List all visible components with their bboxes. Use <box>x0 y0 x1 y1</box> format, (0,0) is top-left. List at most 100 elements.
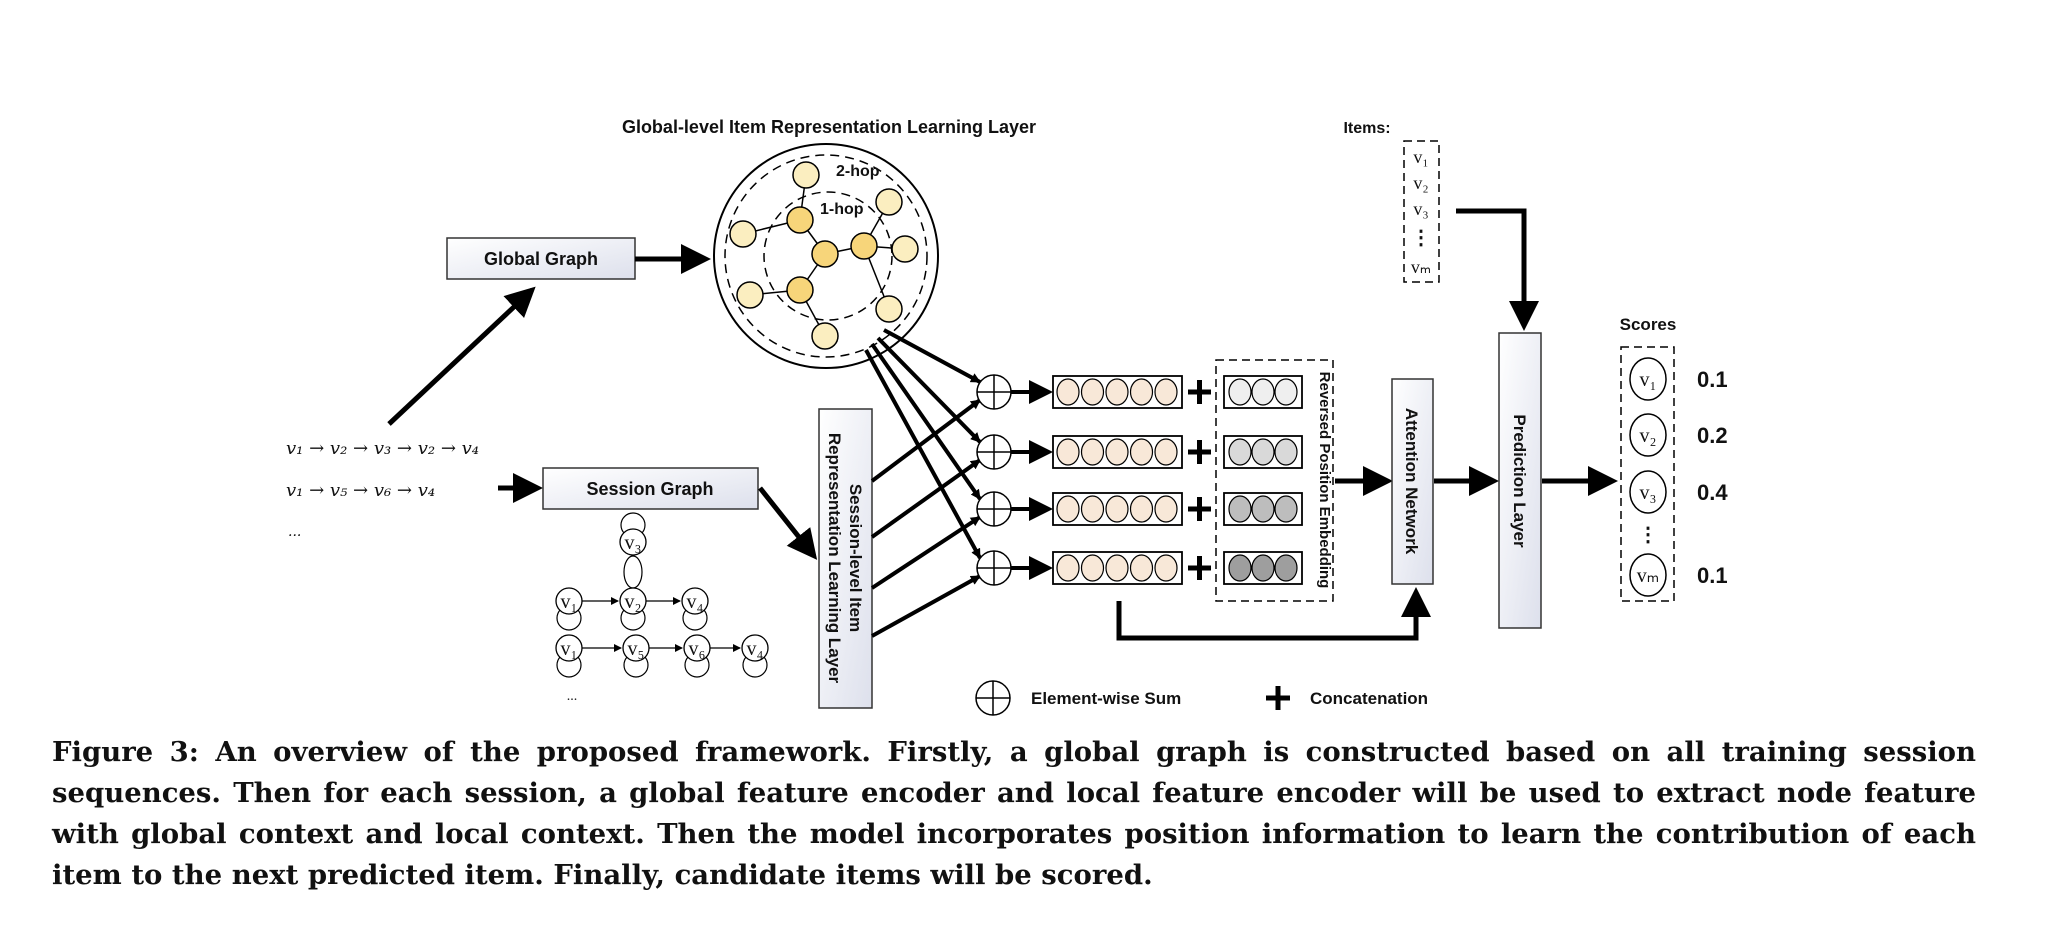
arrow-global-to-sum <box>883 328 981 384</box>
position-cell <box>1251 495 1275 523</box>
feature-cell <box>1056 495 1080 523</box>
session-node <box>622 634 650 662</box>
arrow-global-to-sum <box>876 336 982 444</box>
session-node-label: v₁ <box>561 591 578 613</box>
score-item-label: v₁ <box>1640 369 1657 391</box>
element-wise-sum-icon <box>976 491 1012 527</box>
session-layer-line2: Representation Learning Layer <box>825 433 844 684</box>
position-cell <box>1274 495 1298 523</box>
attention-network-label: Attention Network <box>1402 408 1421 555</box>
feature-cell <box>1154 495 1178 523</box>
graph-node-2hop <box>891 235 919 263</box>
arrow-skip-to-attention <box>1116 587 1431 641</box>
score-item-label: v₃ <box>1640 482 1657 504</box>
arrow-seq-to-global <box>387 286 536 426</box>
feature-cell <box>1129 554 1154 582</box>
score-item-node <box>1629 357 1667 401</box>
global-graph-circle: 2-hop 1-hop <box>713 143 939 369</box>
arrow-global-to-sum <box>864 349 982 559</box>
position-cell <box>1228 495 1252 523</box>
attention-network-box <box>1391 378 1434 585</box>
feature-cell <box>1080 495 1105 523</box>
feature-cell <box>1129 378 1154 406</box>
item-label: v₂ <box>1413 173 1428 193</box>
feature-cell <box>1056 378 1080 406</box>
score-value: 0.1 <box>1697 563 1728 588</box>
session-node <box>683 634 711 662</box>
graph-node-2hop <box>875 295 903 323</box>
element-wise-sum-icon <box>976 434 1012 470</box>
feature-cell <box>1105 438 1129 466</box>
feature-cell <box>1080 554 1105 582</box>
feature-cell <box>1056 554 1080 582</box>
session-layer-line1: Session-level Item <box>846 484 865 632</box>
items-box <box>1403 140 1440 283</box>
feature-cell <box>1105 378 1129 406</box>
position-cell <box>1251 438 1275 466</box>
arrow-global-to-sum <box>870 342 982 501</box>
position-cell <box>1251 554 1275 582</box>
concatenation-icon <box>1188 440 1211 464</box>
sequence-more: ... <box>288 524 301 540</box>
session-graph-box <box>542 467 759 510</box>
sequence-2: v₁ → v₅ → v₆ → v₄ <box>286 480 435 501</box>
graph-node-2hop <box>792 161 820 189</box>
score-value: 0.4 <box>1697 480 1728 505</box>
global-graph-box <box>446 237 636 280</box>
graph-node-2hop <box>729 220 757 248</box>
figure-caption: Figure 3: An overview of the proposed fr… <box>52 736 1976 891</box>
feature-cell <box>1105 554 1129 582</box>
position-cell <box>1274 438 1298 466</box>
graph-node-1hop <box>786 276 814 304</box>
sequence-1: v₁ → v₂ → v₃ → v₂ → v₄ <box>286 438 479 459</box>
prediction-layer-label: Prediction Layer <box>1510 414 1529 548</box>
score-item-node <box>1629 470 1667 514</box>
graph-node-1hop <box>850 232 878 260</box>
position-cell <box>1228 554 1252 582</box>
position-cell <box>1274 378 1298 406</box>
arrow-session-to-sum <box>871 574 981 638</box>
position-cell <box>1228 438 1252 466</box>
edge-v2-v3 <box>623 555 643 589</box>
session-graph-more: ... <box>567 689 578 704</box>
reversed-position-box <box>1215 359 1334 602</box>
score-item-node <box>1629 553 1667 597</box>
item-label: vₘ <box>1411 257 1431 277</box>
session-node-label: v₃ <box>625 532 642 554</box>
position-cell <box>1228 378 1252 406</box>
session-node <box>681 587 709 615</box>
feature-cell <box>1105 495 1129 523</box>
position-cell <box>1251 378 1275 406</box>
hop2-label: 2-hop <box>836 163 880 180</box>
arrow-session-to-layer <box>758 486 818 560</box>
arrow-items-to-prediction <box>1456 208 1539 331</box>
concatenation-icon <box>1188 556 1211 580</box>
concatenation-icon <box>1188 497 1211 521</box>
score-value: 0.2 <box>1697 423 1728 448</box>
arrow-session-to-sum <box>870 398 982 483</box>
session-node <box>741 634 769 662</box>
session-node <box>555 634 583 662</box>
session-node <box>555 587 583 615</box>
score-item-label: v₂ <box>1640 425 1657 447</box>
graph-node-1hop <box>786 206 814 234</box>
element-wise-sum-icon <box>976 374 1012 410</box>
feature-cell <box>1080 378 1105 406</box>
session-node <box>619 528 647 556</box>
concatenation-icon <box>1188 380 1211 404</box>
global-graph-label: Global Graph <box>484 249 598 269</box>
session-node-label: v₄ <box>747 638 764 660</box>
graph-node-2hop <box>811 322 839 350</box>
scores-box <box>1620 346 1675 602</box>
session-layer-box <box>818 408 873 709</box>
feature-cell <box>1154 554 1178 582</box>
element-wise-sum-icon <box>975 680 1011 716</box>
item-label: ⋮ <box>1411 227 1431 249</box>
session-node-label: v₆ <box>689 638 706 660</box>
session-node-label: v₂ <box>625 591 642 613</box>
feature-cell <box>1080 438 1105 466</box>
graph-node-2hop <box>875 188 903 216</box>
global-layer-title: Global-level Item Representation Learnin… <box>622 117 1036 137</box>
session-node-label: v₁ <box>561 638 578 660</box>
